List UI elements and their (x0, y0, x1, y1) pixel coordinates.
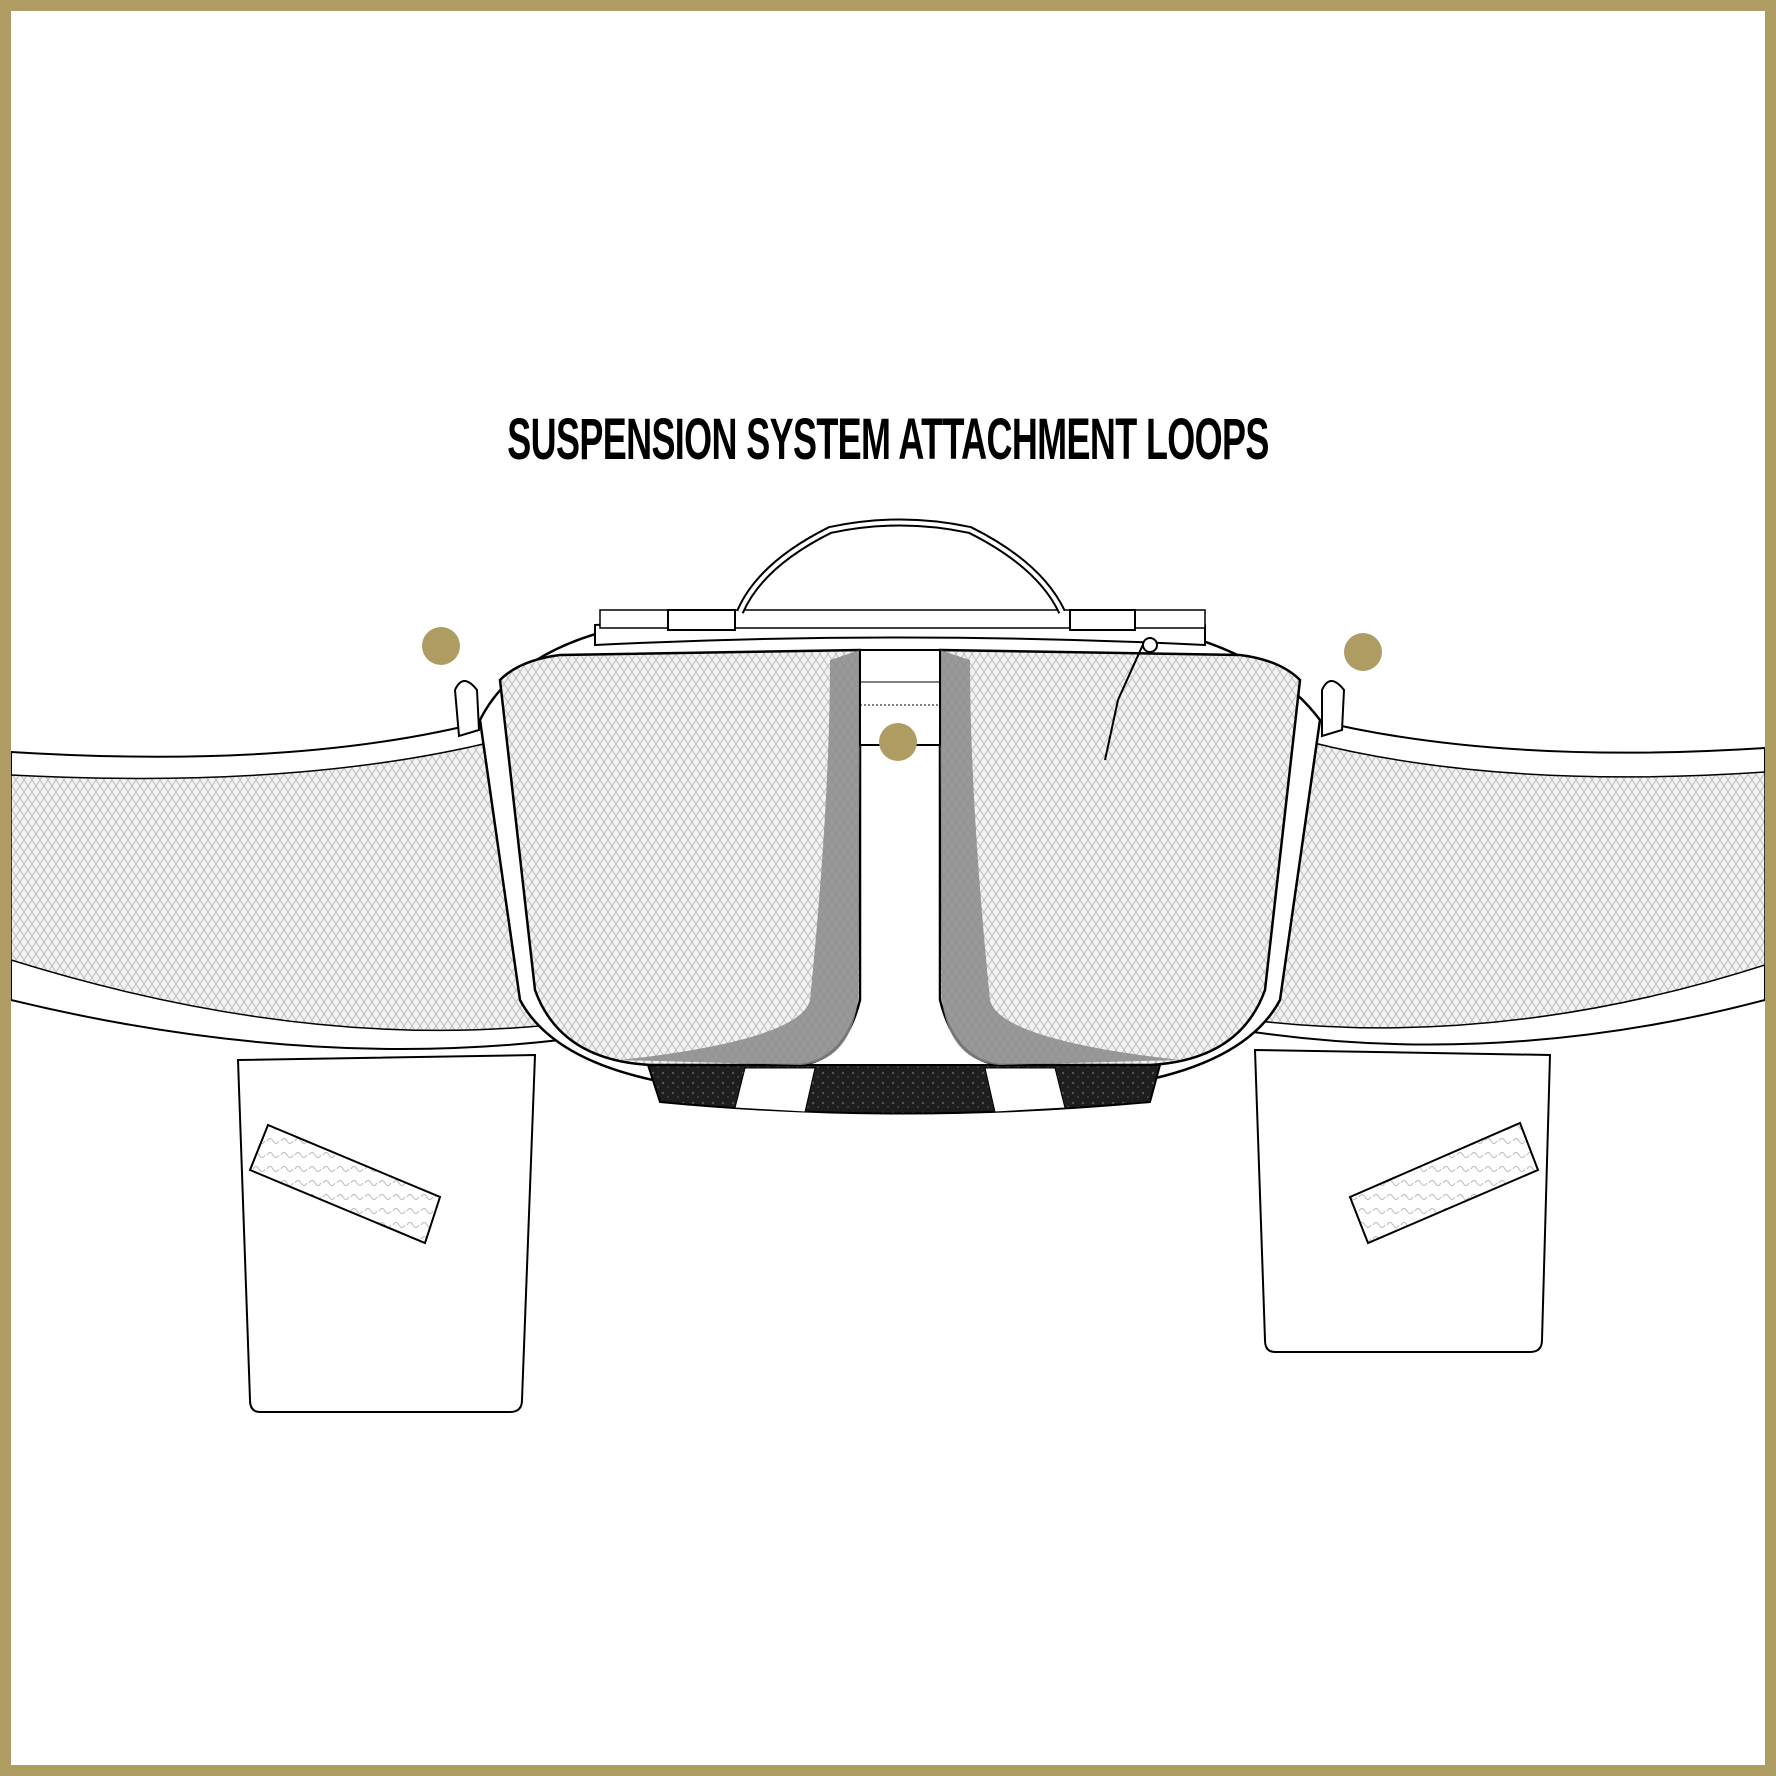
diagram-title: SUSPENSION SYSTEM ATTACHMENT LOOPS (507, 407, 1269, 472)
left-pocket (236, 1053, 537, 1413)
right-velcro-patch (1348, 1121, 1540, 1245)
zipper-pull (1104, 639, 1146, 761)
lower-strap (646, 1064, 1162, 1115)
right-loop-tab (1321, 680, 1346, 738)
left-belt-wing (11, 680, 562, 1050)
left-velcro-patch (248, 1123, 442, 1245)
right-attachment-loop-marker[interactable] (1344, 633, 1382, 671)
left-loop-tab (453, 680, 481, 738)
right-pocket (1253, 1048, 1552, 1353)
left-attachment-loop-marker[interactable] (422, 627, 460, 665)
center-attachment-loop-marker[interactable] (879, 723, 917, 761)
center-pack (478, 518, 1322, 1115)
hip-belt-illustration (11, 518, 1765, 1413)
